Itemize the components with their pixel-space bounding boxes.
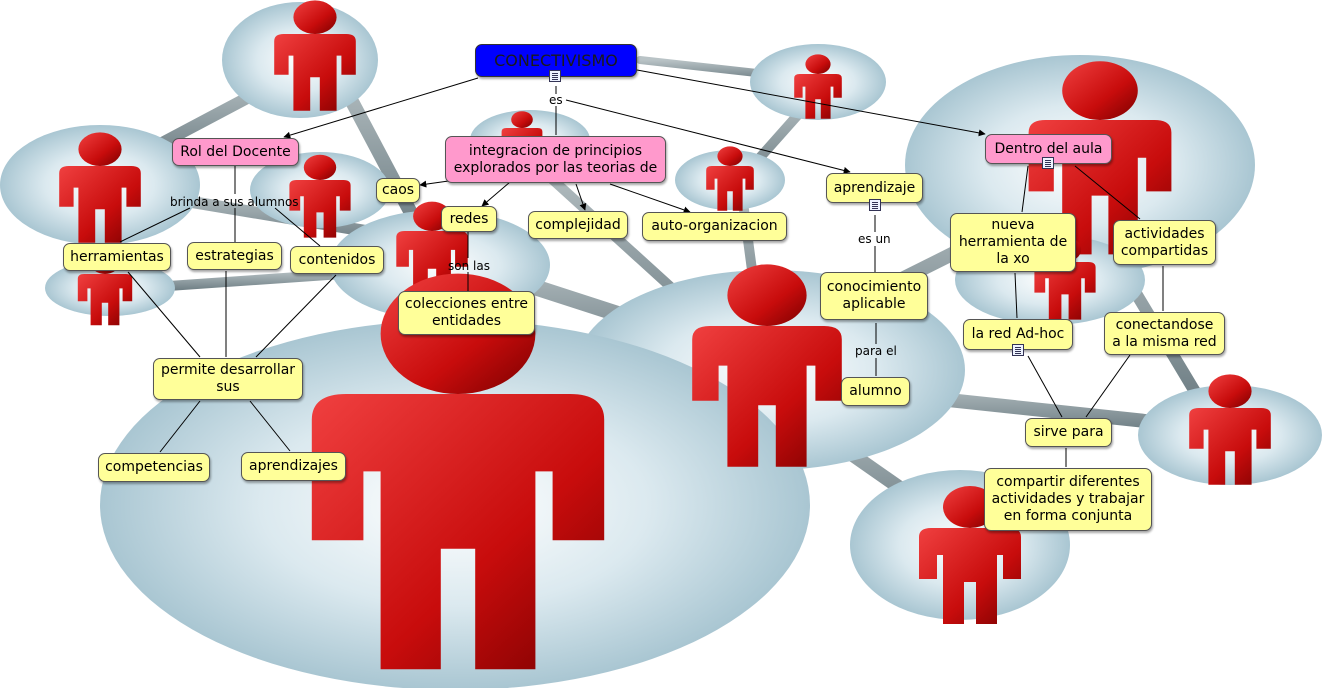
- node-conocimiento-aplicable[interactable]: conocimiento aplicable: [820, 272, 928, 320]
- document-icon[interactable]: [869, 199, 881, 211]
- node-compartir[interactable]: compartir diferentes actividades y traba…: [984, 468, 1152, 531]
- node-permite-desarrollar[interactable]: permite desarrollar sus: [153, 358, 303, 400]
- node-colecciones[interactable]: colecciones entre entidades: [398, 291, 535, 335]
- node-caos[interactable]: caos: [376, 178, 420, 203]
- node-redes[interactable]: redes: [441, 206, 497, 232]
- document-icon[interactable]: [1012, 344, 1024, 356]
- document-icon[interactable]: [549, 70, 561, 82]
- node-conectandose[interactable]: conectandose a la misma red: [1104, 312, 1225, 355]
- node-aprendizaje[interactable]: aprendizaje: [826, 173, 923, 203]
- node-integracion[interactable]: integracion de principios explorados por…: [445, 136, 666, 183]
- node-alumno[interactable]: alumno: [841, 377, 910, 406]
- link-label-es: es: [549, 93, 563, 107]
- node-rol-del-docente[interactable]: Rol del Docente: [172, 138, 299, 166]
- node-herramientas[interactable]: herramientas: [63, 243, 171, 271]
- node-contenidos[interactable]: contenidos: [290, 246, 384, 274]
- node-aprendizajes[interactable]: aprendizajes: [241, 452, 346, 481]
- node-sirve-para[interactable]: sirve para: [1025, 418, 1112, 447]
- node-actividades-compartidas[interactable]: actividades compartidas: [1113, 220, 1216, 265]
- document-icon[interactable]: [1042, 157, 1054, 169]
- link-label-es-un: es un: [858, 232, 891, 246]
- node-nueva-herramienta[interactable]: nueva herramienta de la xo: [950, 213, 1076, 272]
- link-label-brinda: brinda a sus alumnos: [170, 195, 299, 209]
- link-label-para-el: para el: [855, 344, 897, 358]
- node-complejidad[interactable]: complejidad: [528, 211, 628, 239]
- node-estrategias[interactable]: estrategias: [187, 242, 282, 270]
- node-auto-organizacion[interactable]: auto-organizacion: [642, 212, 787, 241]
- link-label-son-las: son las: [448, 259, 490, 273]
- node-competencias[interactable]: competencias: [98, 453, 210, 482]
